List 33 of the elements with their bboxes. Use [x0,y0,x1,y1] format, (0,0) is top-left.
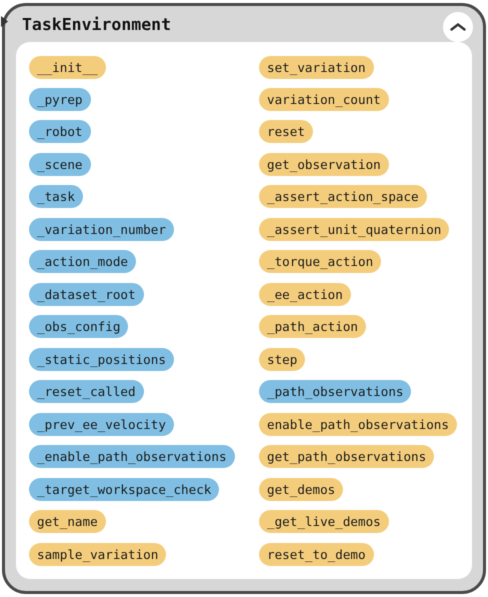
method-tag: _path_action [259,315,366,338]
attribute-tag: _enable_path_observations [29,445,235,468]
method-tag: step [259,348,306,370]
method-tag: _assert_action_space [259,185,427,208]
method-tag: _assert_unit_quaternion [259,218,450,240]
method-tag: get_name [29,510,106,533]
attribute-tag: _path_observations [259,380,412,403]
method-tag: get_observation [259,152,389,176]
method-tag: reset [259,120,313,143]
attribute-tag: _dataset_root [29,282,144,306]
attribute-tag: _prev_ee_velocity [29,412,174,436]
method-tag: __init__ [29,56,106,78]
method-tag: set_variation [259,56,374,78]
method-tag: _torque_action [259,250,382,273]
attribute-tag: _action_mode [29,250,136,273]
method-tag: variation_count [259,88,389,110]
attribute-tag: _scene [29,152,90,176]
attribute-tag: _target_workspace_check [29,478,220,500]
attribute-tag: _obs_config [29,315,128,338]
attribute-tag: _pyrep [29,88,90,110]
attribute-tag: _task [29,185,83,208]
attribute-tag: _static_positions [29,348,174,370]
method-tag: reset_to_demo [259,542,374,566]
attribute-tag: _variation_number [29,218,174,240]
attribute-tag: _robot [29,120,90,143]
method-tag: _ee_action [259,282,351,306]
method-tag: enable_path_observations [259,412,457,436]
class-title: TaskEnvironment [22,14,172,36]
method-tag: get_path_observations [259,445,434,468]
method-tag: get_demos [259,478,344,500]
method-tag: _get_live_demos [259,510,389,533]
attribute-tag: _reset_called [29,380,144,403]
method-tag: sample_variation [29,542,166,566]
